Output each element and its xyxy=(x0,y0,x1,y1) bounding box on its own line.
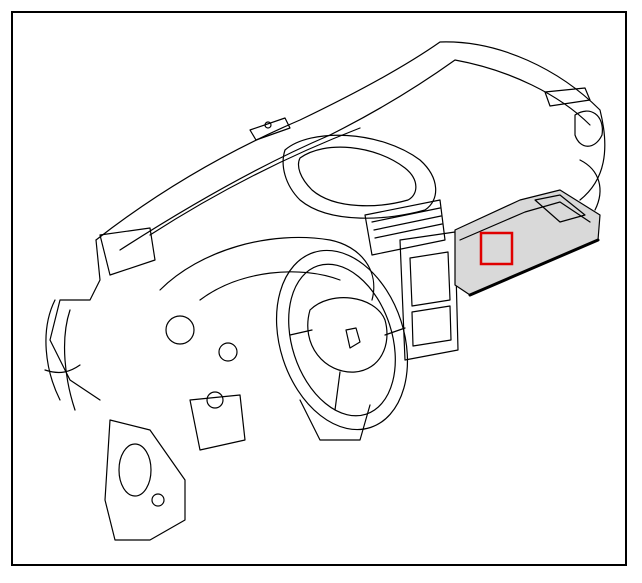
left-speaker-panel xyxy=(99,227,156,276)
lower-left-knob xyxy=(151,493,165,507)
cluster-face xyxy=(199,271,341,301)
ignition-switch xyxy=(206,391,224,409)
figure-border xyxy=(11,11,627,566)
lower-left-speaker xyxy=(118,443,152,497)
dash-top-edge xyxy=(119,59,591,251)
callout-box xyxy=(479,231,514,266)
steering-wheel-rim-inner xyxy=(288,263,396,417)
lower-left-panel xyxy=(104,419,186,541)
center-screen xyxy=(409,251,451,307)
center-stack xyxy=(399,231,459,361)
defrost-vent xyxy=(249,117,291,141)
left-wiring xyxy=(44,299,81,411)
dash-top-outline xyxy=(95,41,606,241)
right-vent-top xyxy=(544,87,591,107)
center-vents-slats xyxy=(371,207,443,239)
steering-column xyxy=(299,399,371,441)
left-knob xyxy=(218,342,238,362)
glovebox-lower-rim xyxy=(468,238,600,297)
windshield-lip xyxy=(149,127,361,236)
pedal-area xyxy=(189,394,246,451)
steering-spokes xyxy=(289,327,406,411)
cluster-hood xyxy=(159,236,375,301)
sensor-dot xyxy=(264,121,272,129)
glovebox-lid xyxy=(454,189,601,296)
steering-wheel-rim xyxy=(275,249,409,431)
center-binnacle-inner xyxy=(297,146,417,207)
right-dash-end xyxy=(579,159,601,211)
right-vent-side xyxy=(574,110,603,147)
center-binnacle xyxy=(282,134,437,219)
steering-wheel-hub xyxy=(307,297,388,373)
center-buttons xyxy=(411,305,452,347)
center-vents xyxy=(364,199,446,256)
left-side-panel xyxy=(49,239,101,401)
glovebox-latch-recess xyxy=(534,194,586,223)
left-vent-round xyxy=(165,315,195,345)
steering-wheel-crest xyxy=(345,327,361,349)
